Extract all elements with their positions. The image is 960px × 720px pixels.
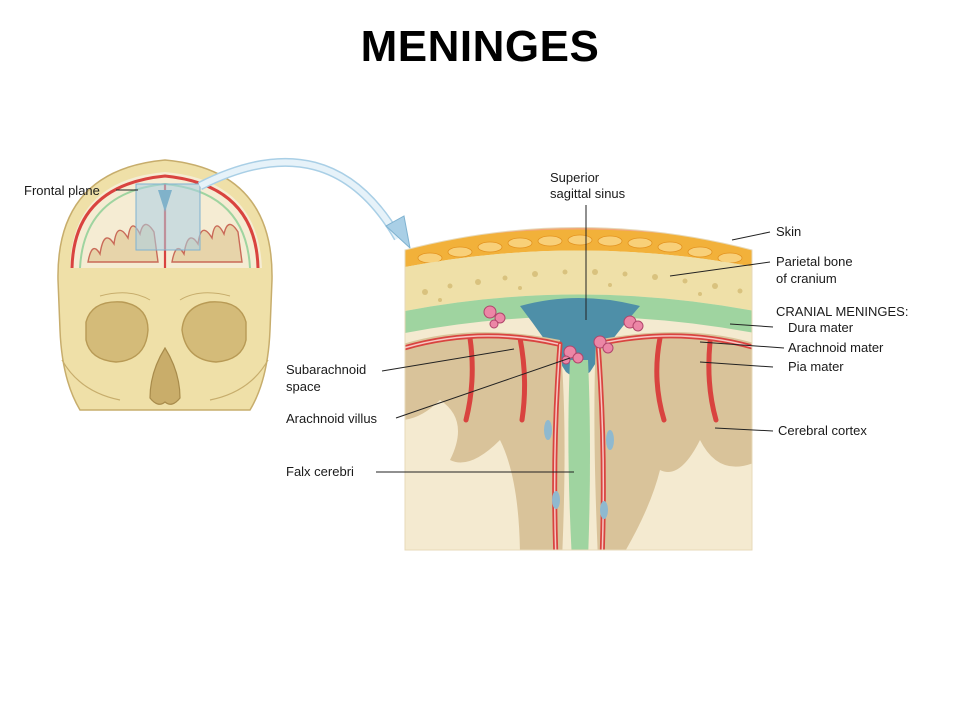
label-parietal-bone-line1: Parietal bone <box>776 254 853 269</box>
skull-left-orbit <box>85 301 149 363</box>
label-arachnoid-villus: Arachnoid villus <box>286 411 378 426</box>
label-skin: Skin <box>776 224 801 239</box>
frontal-plane-box <box>135 183 201 251</box>
label-superior-sagittal-sinus-line2: sagittal sinus <box>550 186 626 201</box>
skull-illustration <box>57 159 273 411</box>
meninges-cross-section <box>405 227 752 550</box>
label-subarachnoid-space-line2: space <box>286 379 321 394</box>
label-dura-mater: Dura mater <box>788 320 854 335</box>
label-falx-cerebri: Falx cerebri <box>286 464 354 479</box>
label-parietal-bone-line2: of cranium <box>776 271 837 286</box>
zoom-arrow <box>197 157 411 250</box>
leader-lines <box>116 189 785 473</box>
skull-nasal-cavity <box>149 346 181 405</box>
label-pia-mater: Pia mater <box>788 359 844 374</box>
sagittal-sinus-shape <box>520 298 640 377</box>
label-superior-sagittal-sinus-line1: Superior <box>550 170 600 185</box>
label-cranial-meninges: CRANIAL MENINGES: <box>776 304 908 319</box>
label-frontal-plane: Frontal plane <box>24 183 100 198</box>
cortex-right <box>594 332 752 550</box>
label-subarachnoid-space-line1: Subarachnoid <box>286 362 366 377</box>
page-title: MENINGES <box>360 22 600 71</box>
label-cerebral-cortex: Cerebral cortex <box>778 423 867 438</box>
label-arachnoid-mater: Arachnoid mater <box>788 340 884 355</box>
skull-right-orbit <box>181 301 247 363</box>
